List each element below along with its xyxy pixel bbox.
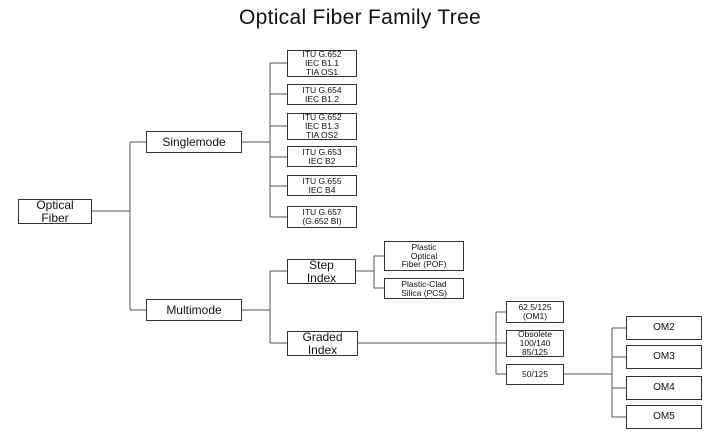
- node-pof: Plastic Optical Fiber (POF): [384, 241, 464, 271]
- node-om3: OM3: [626, 345, 702, 369]
- node-om2: OM2: [626, 316, 702, 340]
- node-graded-index: Graded Index: [287, 331, 358, 356]
- node-singlemode: Singlemode: [146, 131, 242, 153]
- node-om4: OM4: [626, 376, 702, 400]
- node-itu-g654: ITU G.654 IEC B1.2: [287, 84, 357, 105]
- node-itu-g652-os1: ITU G.652 IEC B1.1 TIA OS1: [287, 50, 357, 77]
- node-om5: OM5: [626, 405, 702, 429]
- node-step-index: Step Index: [287, 259, 356, 284]
- node-itu-g652-os2: ITU G.652 IEC B1.3 TIA OS2: [287, 113, 357, 140]
- node-itu-g653: ITU G.653 IEC B2: [287, 146, 357, 167]
- diagram-title: Optical Fiber Family Tree: [238, 6, 482, 29]
- node-om1: 62.5/125 (OM1): [506, 301, 564, 323]
- node-50-125: 50/125: [506, 364, 564, 385]
- node-itu-g657: ITU G.657 (G.652 BI): [287, 206, 357, 228]
- node-itu-g655: ITU G.655 IEC B4: [287, 175, 357, 196]
- node-pcs: Plastic-Clad Silica (PCS): [384, 278, 464, 299]
- node-multimode: Multimode: [146, 299, 242, 321]
- node-obsolete: Obsolete 100/140 85/125: [506, 330, 564, 357]
- node-optical-fiber: Optical Fiber: [18, 199, 92, 224]
